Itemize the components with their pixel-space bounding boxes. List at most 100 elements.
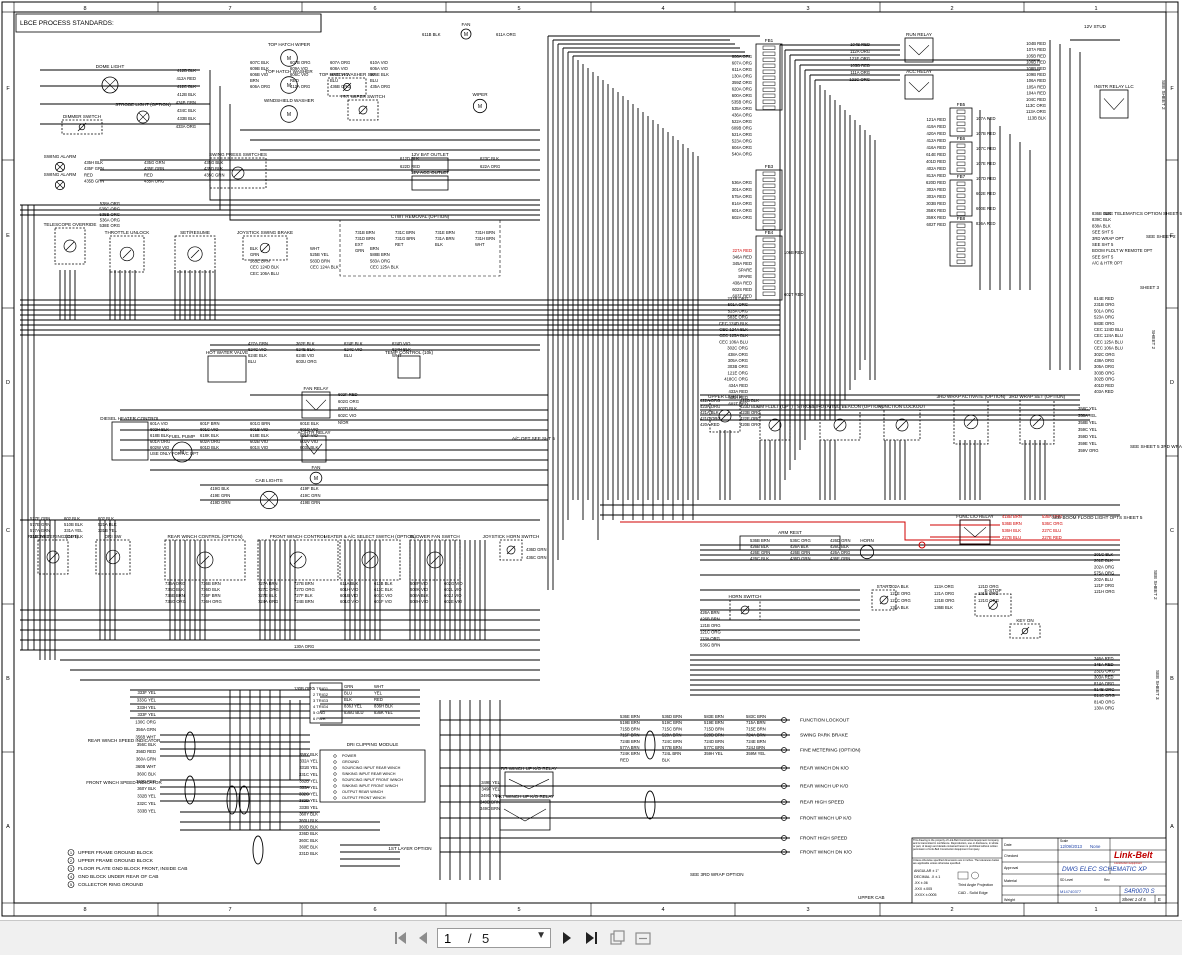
wire-label: 607A ORG: [330, 60, 350, 65]
wire-label: 201G BLK: [1094, 552, 1114, 557]
output-label: REAR HIGH SPEED: [800, 800, 845, 806]
wire-label: 331C YEL: [299, 772, 319, 777]
component-diesel-heater: DIESEL HEATER CONTROL: [100, 416, 160, 461]
wire-label: 434C BLK: [177, 108, 196, 113]
wire-label: 606A ORG: [732, 54, 752, 59]
wire-label: 359M YEL: [746, 751, 766, 756]
connector-icon: [781, 717, 787, 723]
wire-label: 577E GRN: [30, 522, 50, 527]
ground-number-icon: [67, 857, 75, 864]
wire-label: 419F BLK: [300, 486, 319, 491]
wire-label: RED: [144, 172, 153, 177]
wire-label: 419B GRN: [300, 500, 320, 505]
zone-col-bottom: 8: [83, 907, 86, 913]
zone-col-top: 4: [661, 6, 664, 12]
prev-page-button[interactable]: [414, 929, 432, 947]
component-rr-winch-relay: RR WINCH UP K/O RELAY: [501, 766, 557, 797]
wire-label: 736A ORG: [165, 581, 185, 586]
wire-label: 601A VIO: [150, 421, 169, 426]
title-cad: CAD - Solid Edge: [958, 891, 988, 895]
wire-label: 624G VIO: [248, 347, 267, 352]
wire-label: 227C BLU: [1042, 528, 1061, 533]
wire-label: 536C ORG: [790, 538, 811, 543]
wire-label: 602W VIO: [150, 445, 170, 450]
zone-row-right: D: [1170, 380, 1174, 386]
component-fb7: FB7: [949, 174, 973, 217]
wire-label: 611A BLK: [340, 581, 359, 586]
pin-icon: [333, 760, 337, 764]
wire-label: 601C VIO: [374, 593, 393, 598]
ground-legend-text: UPPER FRAME GROUND BLOCK: [78, 858, 154, 864]
trig-box: [309, 682, 343, 724]
zone-row-right: A: [1170, 824, 1174, 830]
wire-label: SEE SHT 5: [1092, 230, 1114, 235]
component-fb1: FB1: [755, 38, 783, 111]
wire-label: 121E ORG: [978, 591, 998, 596]
component-label: JOYSTICK HORN SWITCH: [483, 534, 540, 539]
wire-label: 813A RED: [926, 173, 946, 178]
connector-icon: [781, 732, 787, 738]
fit-width-button[interactable]: [634, 929, 652, 947]
fit-page-button[interactable]: [608, 929, 626, 947]
trig-label: 4 TRIG4: [313, 704, 329, 709]
ground-legend-num: 2: [70, 858, 73, 863]
zone-col-bottom: 2: [950, 907, 953, 913]
last-page-button[interactable]: [582, 929, 600, 947]
wire-label: 130A ORG: [1094, 706, 1114, 711]
component-heater-ac-select: HEATER & A/C SELECT SWITCH (OPTION): [324, 534, 416, 581]
first-page-button[interactable]: [392, 929, 410, 947]
page-selector[interactable]: / 5 ▼: [437, 928, 551, 948]
header-title: LBCE PROCESS STANDARDS:: [20, 20, 114, 27]
component-dri-sw: DRI SW: [95, 534, 131, 575]
component-label: WIPER: [472, 92, 488, 97]
svg-text:M: M: [314, 476, 318, 482]
fit-page-icon: [610, 930, 625, 945]
wire-label: CEC 124A BLK: [719, 327, 748, 332]
wire-label: 606C VIO: [290, 72, 309, 77]
wire-label: 423D BLK: [740, 404, 759, 409]
wiring: [20, 35, 1120, 880]
wire-label: 106B RED: [784, 250, 804, 255]
wire-label: 436D GRN: [790, 556, 810, 561]
output-label: SWING PARK BRAKE: [800, 733, 848, 739]
wire-label: 436E GRN: [830, 556, 850, 561]
offsheet-ac-opt: A/C OPT SEE SHT 5: [512, 436, 555, 441]
wire-label: 520A BRN: [662, 733, 682, 738]
component-upper-lights: UPPER LIGHTS: [708, 394, 742, 433]
wire-label: 525B YEL: [310, 252, 329, 257]
wire-label: 602A BLK: [410, 593, 429, 598]
wire-label: 130C ORG: [135, 720, 156, 725]
component-label: 3RD WRAP SET (OPTION): [1009, 394, 1066, 399]
wire-label: 121C ORG: [890, 598, 911, 603]
component-telescope-override: TELESCOPE OVERRIDE: [44, 222, 96, 265]
page-number-input[interactable]: [444, 931, 468, 946]
wire-label: 422A ORG: [700, 398, 720, 403]
wire-label: 435H BLK: [84, 160, 103, 165]
wire-label: 401D RED: [1094, 383, 1114, 388]
chevron-down-icon[interactable]: ▼: [536, 930, 546, 941]
next-page-button[interactable]: [558, 929, 576, 947]
wire-label: 575A ORG: [1094, 571, 1114, 576]
component-instr-relay: INSTR RELAY LLC: [1094, 84, 1134, 119]
wire-label: 600A ORG: [732, 93, 752, 98]
wire-label: 731C BRN: [395, 230, 415, 235]
title-sd-level: M14740377: [1060, 889, 1082, 894]
wire-label: 618K BLK: [200, 433, 219, 438]
component-swing-alarm-2: SWING ALARM: [44, 172, 76, 191]
wire-label: CEC 125A BLK: [370, 265, 399, 270]
component-label: FUNCTION LOCKOUT: [878, 404, 925, 409]
wire-label: 601B VIO: [340, 593, 359, 598]
ground-legend-text: COLLECTOR RING GROUND: [78, 882, 144, 888]
wire-label: 130B ORG: [294, 686, 314, 691]
component-label: FB4: [765, 230, 774, 235]
wire-label: 359Y BLK: [299, 752, 318, 757]
wire-label: GRN: [344, 684, 353, 689]
component-strobe-beacon: STROBE/ROTATING BEACON (OPTION): [797, 404, 883, 441]
wire-label: 332D YEL: [299, 798, 319, 803]
revision-letter: E: [1158, 897, 1161, 902]
wire-label: 202A BLK: [890, 584, 909, 589]
output-7: FRONT HIGH SPEED: [781, 835, 848, 842]
